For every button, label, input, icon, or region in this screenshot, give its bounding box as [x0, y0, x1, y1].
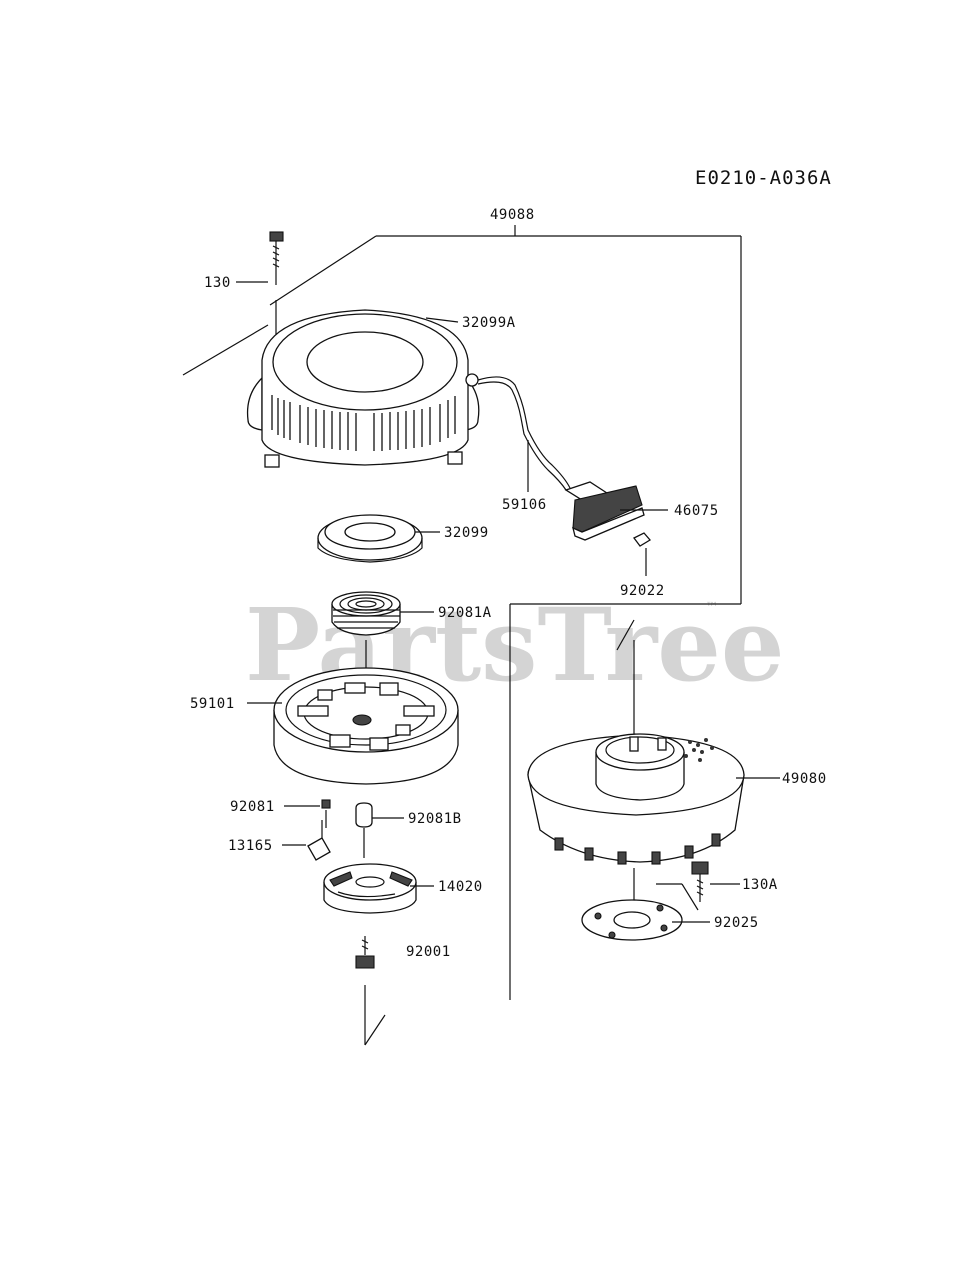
- label-cam-plate[interactable]: 14020: [438, 879, 483, 895]
- spring-small[interactable]: [321, 799, 331, 828]
- label-recoil-spring[interactable]: 92081A: [438, 605, 492, 621]
- label-bolt-center[interactable]: 92001: [406, 944, 451, 960]
- label-pulley[interactable]: 49080: [782, 771, 827, 787]
- label-handle-insert[interactable]: 92022: [620, 583, 665, 599]
- bolt-pulley[interactable]: [633, 861, 709, 911]
- label-assembly[interactable]: 49088: [490, 207, 535, 223]
- cam-plate[interactable]: [323, 863, 417, 914]
- starter-handle[interactable]: [564, 481, 645, 541]
- label-bolt-pulley[interactable]: 130A: [742, 877, 778, 893]
- label-ratchet-spring[interactable]: 92081B: [408, 811, 462, 827]
- label-bolt[interactable]: 130: [204, 275, 231, 291]
- ratchet-spring[interactable]: [355, 802, 373, 858]
- starter-rope[interactable]: [477, 376, 571, 491]
- reel[interactable]: [273, 667, 459, 785]
- label-spring-small[interactable]: 92081: [230, 799, 275, 815]
- recoil-spring[interactable]: [331, 591, 401, 636]
- spring-case[interactable]: [317, 514, 423, 563]
- pulley[interactable]: [527, 733, 745, 865]
- ratchet[interactable]: [307, 820, 331, 861]
- bolt-center[interactable]: [355, 936, 386, 1046]
- label-reel[interactable]: 59101: [190, 696, 235, 712]
- plate-pulley[interactable]: [581, 899, 683, 941]
- label-ratchet[interactable]: 13165: [228, 838, 273, 854]
- label-handle[interactable]: 46075: [674, 503, 719, 519]
- label-rope[interactable]: 59106: [502, 497, 547, 513]
- pulley-axis: [616, 619, 635, 735]
- label-spring-case[interactable]: 32099: [444, 525, 489, 541]
- watermark-trademark: ™: [705, 600, 719, 616]
- leader-lines: [236, 281, 780, 923]
- label-plate-pulley[interactable]: 92025: [714, 915, 759, 931]
- diagram-code: E0210-A036A: [695, 167, 832, 189]
- assembly-bracket: [182, 225, 742, 1000]
- handle-insert[interactable]: [633, 532, 651, 576]
- label-case[interactable]: 32099A: [462, 315, 516, 331]
- starter-case[interactable]: [246, 309, 480, 468]
